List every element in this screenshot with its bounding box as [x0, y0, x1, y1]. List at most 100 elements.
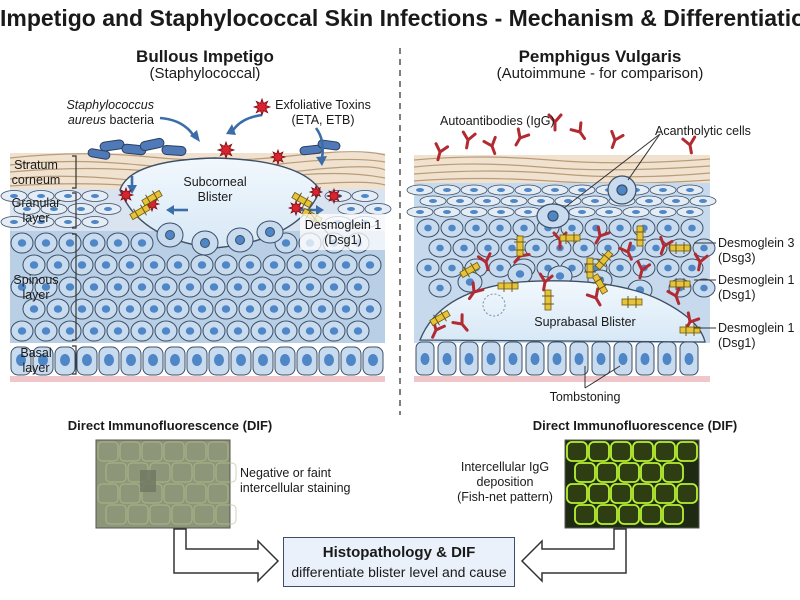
dif-positive-cell — [676, 441, 698, 462]
dsg1-left — [291, 191, 313, 209]
dif-negative-cell — [215, 504, 237, 525]
dif-right-note-line3: (Fish-net pattern) — [457, 490, 553, 504]
spinous-cell-nucleus — [281, 239, 291, 247]
pv-spinous-cell-nucleus — [436, 244, 444, 252]
dif-positive-cell — [618, 462, 640, 483]
pv-granular-nucleus — [699, 199, 707, 203]
spinous-cell-nucleus — [341, 261, 351, 269]
igg-antibody — [569, 121, 587, 141]
pv-desmoglein-line — [433, 314, 440, 326]
pv-spinous-cell-nucleus — [424, 224, 432, 232]
pv-spinous-cell-nucleus — [496, 224, 504, 232]
dif-negative-spot — [140, 470, 156, 492]
dif-negative-cell — [105, 504, 127, 525]
spinous-cell-nucleus — [185, 327, 195, 335]
igg-antibody — [538, 272, 554, 292]
pv-desmoglein — [621, 296, 643, 308]
pv-desmoglein — [429, 309, 451, 327]
spinous-cell-nucleus — [221, 261, 231, 269]
spinous-cell-nucleus — [173, 261, 183, 269]
granular-nucleus — [37, 194, 45, 198]
spinous-cell-nucleus — [365, 261, 375, 269]
dif-positive-cell — [588, 483, 610, 504]
tombstoning-label: Tombstoning — [549, 390, 621, 404]
staph-bacteria — [87, 137, 341, 160]
pv-desmoglein — [669, 278, 691, 290]
dif-negative-cell — [97, 441, 119, 462]
tombstone-nucleus — [574, 353, 584, 365]
layer-stratum-line2: corneum — [11, 173, 61, 187]
tombstone-nucleus — [684, 353, 694, 365]
basal-nucleus — [170, 354, 180, 366]
pv-granular-nucleus — [429, 199, 437, 203]
igg-antibody-arms — [434, 142, 450, 162]
granular-nucleus — [10, 194, 18, 198]
pv-desmoglein — [669, 242, 691, 254]
spinous-cell-nucleus — [17, 239, 27, 247]
pv-granular-nucleus — [632, 210, 640, 214]
spinous-cell-nucleus — [125, 305, 135, 313]
igg-antibody-arms — [681, 135, 697, 155]
spinous-cell-nucleus — [281, 283, 291, 291]
pv-granular-nucleus — [578, 188, 586, 192]
igg-antibody — [659, 235, 674, 256]
acantholytic-cells — [536, 175, 637, 229]
right-flow-arrow — [520, 528, 627, 583]
spinous-cell-nucleus — [77, 305, 87, 313]
right-skin-panel — [406, 113, 717, 389]
granular-nucleus — [64, 220, 72, 224]
basal-nucleus — [302, 354, 312, 366]
basal-nucleus — [280, 354, 290, 366]
spinous-cell-nucleus — [281, 327, 291, 335]
dif-negative-cell — [185, 483, 207, 504]
pv-desmoglein — [679, 324, 701, 336]
basal-nucleus — [126, 354, 136, 366]
tombstone-nucleus — [552, 353, 562, 365]
pv-basement-membrane — [414, 376, 710, 382]
spinous-cell-nucleus — [137, 327, 147, 335]
left-heading: Bullous Impetigo — [136, 47, 274, 66]
pv-desmoglein-bar — [586, 257, 594, 279]
spinous-cell-nucleus — [65, 239, 75, 247]
granular-nucleus — [91, 194, 99, 198]
pv-spinous-cell-nucleus — [424, 264, 432, 272]
spinous-cell-nucleus — [113, 327, 123, 335]
basal-nucleus — [368, 354, 378, 366]
dsg1-left-line — [152, 190, 159, 202]
pv-spinous-cell-nucleus — [604, 244, 612, 252]
granular-nucleus — [10, 220, 18, 224]
spinous-cell-nucleus — [317, 261, 327, 269]
pv-desmoglein-bar — [544, 289, 552, 311]
spinous-cell-nucleus — [305, 283, 315, 291]
dif-positive-cell — [588, 441, 610, 462]
right-subheading: (Autoimmune - for comparison) — [496, 65, 704, 82]
toxin-star — [308, 184, 324, 200]
granular-nucleus — [50, 207, 58, 211]
pv-desmoglein-bar — [669, 280, 691, 288]
pv-spinous-cell-nucleus — [700, 284, 708, 292]
dsg1-left-line — [302, 196, 309, 208]
pv-granular-nucleus — [672, 199, 680, 203]
dif-negative-cell — [105, 462, 127, 483]
granular-nucleus — [104, 207, 112, 211]
spinous-cell-nucleus — [149, 261, 159, 269]
spinous-cell-nucleus — [353, 283, 363, 291]
igg-antibody-arms — [547, 113, 563, 132]
dif-negative-cell — [163, 483, 185, 504]
toxin-star — [325, 187, 343, 205]
pv-spinous-cell-nucleus — [580, 244, 588, 252]
pv-granular-nucleus — [456, 199, 464, 203]
dif-negative-cell — [193, 504, 215, 525]
spinous-cell-nucleus — [245, 261, 255, 269]
pv-granular-nucleus — [537, 199, 545, 203]
subcorneal-label-line2: Blister — [197, 190, 233, 204]
tombstone-basal-cells — [415, 341, 699, 376]
layer-basal-line2: layer — [22, 361, 50, 375]
pv-desmoglein — [584, 257, 596, 279]
pv-spinous-cell-nucleus — [448, 224, 456, 232]
dsg1-left — [129, 203, 151, 221]
dif-positive-cell — [640, 462, 662, 483]
spinous-cell-nucleus — [233, 283, 243, 291]
spinous-cell-nucleus — [173, 305, 183, 313]
spinous-cell-nucleus — [305, 327, 315, 335]
